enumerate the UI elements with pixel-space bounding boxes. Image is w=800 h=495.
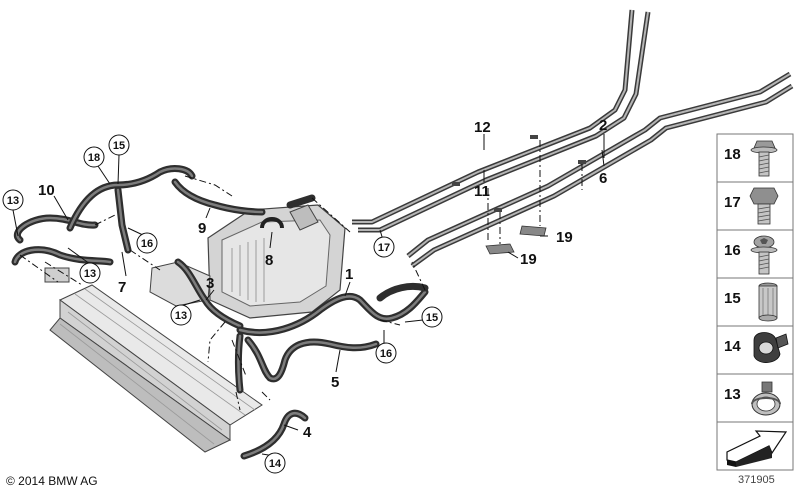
callout-16a: 16	[136, 232, 158, 254]
callout-17: 17	[373, 236, 395, 258]
svg-text:15: 15	[426, 312, 438, 324]
legend-cell-16	[716, 229, 794, 279]
legend-num-15: 15	[724, 290, 741, 307]
legend-num-14: 14	[724, 338, 741, 355]
coolant-hoses	[11, 165, 429, 460]
callout-10: 10	[38, 182, 55, 199]
callout-3: 3	[206, 275, 214, 292]
svg-text:16: 16	[380, 348, 392, 360]
svg-text:14: 14	[269, 458, 282, 470]
callout-13c: 13	[170, 304, 192, 326]
copyright-notice: © 2014 BMW AG	[6, 474, 98, 488]
svg-text:17: 17	[378, 242, 390, 254]
legend-num-13: 13	[724, 386, 741, 403]
callout-19a: 19	[556, 229, 573, 246]
callout-5: 5	[331, 374, 339, 391]
legend-cell-18	[716, 133, 794, 183]
hex-bolt-icon	[749, 187, 779, 225]
callout-4: 4	[303, 424, 312, 441]
torx-bolt-icon	[750, 235, 778, 275]
legend-num-16: 16	[724, 242, 741, 259]
callout-18: 18	[83, 146, 105, 168]
callout-16b: 16	[375, 342, 397, 364]
svg-text:13: 13	[175, 310, 187, 322]
callout-numbers: 1 2 3 4 5 6 7 8 9 10 11 12 19 19	[38, 117, 607, 441]
callout-12: 12	[474, 119, 491, 136]
svg-text:18: 18	[88, 152, 100, 164]
callout-8: 8	[265, 252, 273, 269]
callout-6: 6	[599, 170, 607, 187]
callout-1: 1	[345, 266, 353, 283]
svg-text:13: 13	[7, 195, 19, 207]
callout-15a: 15	[108, 134, 130, 156]
expanding-rivet-nut-icon	[758, 282, 778, 322]
direction-arrow-icon	[726, 430, 788, 467]
callout-9: 9	[198, 220, 206, 237]
image-number: 371905	[738, 474, 775, 486]
callout-14: 14	[264, 452, 286, 474]
callout-19b: 19	[520, 251, 537, 268]
circled-callouts: 13 13 13 14 15 15 16 16	[2, 134, 443, 474]
legend-num-18: 18	[724, 146, 741, 163]
radiator	[44, 267, 263, 453]
callout-13b: 13	[79, 262, 101, 284]
parts-legend: 18 17 16 15 14 13	[716, 133, 794, 471]
connection-lines	[19, 140, 583, 411]
svg-text:13: 13	[84, 268, 96, 280]
hose-clamp-icon	[751, 381, 781, 416]
callout-13a: 13	[2, 189, 24, 211]
legend-num-17: 17	[724, 194, 741, 211]
callout-11: 11	[474, 183, 490, 200]
electric-coolant-unit	[207, 204, 346, 319]
hose-holder-clip-icon	[753, 332, 789, 363]
svg-text:16: 16	[141, 238, 153, 250]
callout-2: 2	[599, 117, 607, 134]
callout-15b: 15	[421, 306, 443, 328]
callout-7: 7	[118, 279, 126, 296]
legend-cell-15	[716, 277, 794, 327]
svg-text:15: 15	[113, 140, 125, 152]
flange-bolt-icon	[750, 140, 778, 177]
